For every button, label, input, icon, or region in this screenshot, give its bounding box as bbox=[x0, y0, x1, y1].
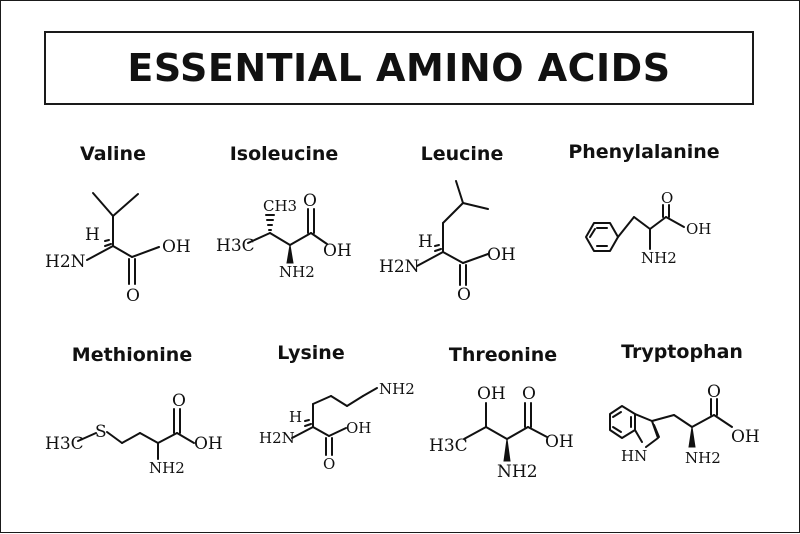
isoleucine-o-label: O bbox=[303, 191, 317, 211]
lysine-nh2-label: H2N bbox=[259, 429, 295, 447]
acid-name-tryptophan: Tryptophan bbox=[621, 341, 743, 363]
isoleucine-oh-label: OH bbox=[323, 241, 352, 261]
valine-o-label: O bbox=[126, 286, 140, 306]
phenylalanine-o-label: O bbox=[661, 189, 673, 207]
lysine-o-label: O bbox=[323, 455, 335, 473]
lysine-nh2-side-label: NH2 bbox=[379, 380, 415, 398]
methionine-h3c-label: H3C bbox=[45, 434, 84, 454]
acid-name-phenylalanine: Phenylalanine bbox=[568, 141, 720, 163]
methionine-o-label: O bbox=[172, 391, 186, 411]
lysine-oh-label: OH bbox=[346, 419, 371, 437]
title-box: ESSENTIAL AMINO ACIDS bbox=[44, 31, 754, 105]
isoleucine-h3c-label: H3C bbox=[216, 236, 255, 256]
threonine-nh2-label: NH2 bbox=[497, 462, 538, 482]
acid-name-lysine: Lysine bbox=[277, 342, 345, 364]
tryptophan-hn-label: HN bbox=[621, 447, 647, 465]
phenylalanine-oh-label: OH bbox=[686, 220, 711, 238]
methionine-oh-label: OH bbox=[194, 434, 223, 454]
acid-name-isoleucine: Isoleucine bbox=[229, 143, 339, 165]
tryptophan-o-label: O bbox=[707, 382, 721, 402]
acid-name-leucine: Leucine bbox=[420, 143, 504, 165]
acid-name-valine: Valine bbox=[80, 143, 146, 165]
phenylalanine-nh2-label: NH2 bbox=[641, 249, 677, 267]
leucine-nh2-label: H2N bbox=[379, 257, 420, 277]
threonine-oh-side-label: OH bbox=[477, 384, 506, 404]
lysine-h-label: H bbox=[289, 408, 302, 426]
leucine-o-label: O bbox=[457, 285, 471, 305]
valine-h-label: H bbox=[85, 225, 100, 245]
threonine-o-label: O bbox=[522, 384, 536, 404]
valine-oh-label: OH bbox=[162, 237, 191, 257]
isoleucine-ch3-label: CH3 bbox=[263, 197, 297, 215]
threonine-h3c-label: H3C bbox=[429, 436, 468, 456]
methionine-nh2-label: NH2 bbox=[149, 459, 185, 477]
leucine-oh-label: OH bbox=[487, 245, 516, 265]
valine-nh2-label: H2N bbox=[45, 252, 86, 272]
tryptophan-oh-label: OH bbox=[731, 427, 760, 447]
leucine-h-label: H bbox=[418, 232, 433, 252]
acid-name-threonine: Threonine bbox=[448, 344, 558, 366]
isoleucine-nh2-label: NH2 bbox=[279, 263, 315, 281]
tryptophan-nh2-label: NH2 bbox=[685, 449, 721, 467]
methionine-s-label: S bbox=[95, 422, 107, 442]
acid-name-methionine: Methionine bbox=[71, 344, 193, 366]
threonine-oh-label: OH bbox=[545, 432, 574, 452]
page-title: ESSENTIAL AMINO ACIDS bbox=[127, 46, 671, 90]
